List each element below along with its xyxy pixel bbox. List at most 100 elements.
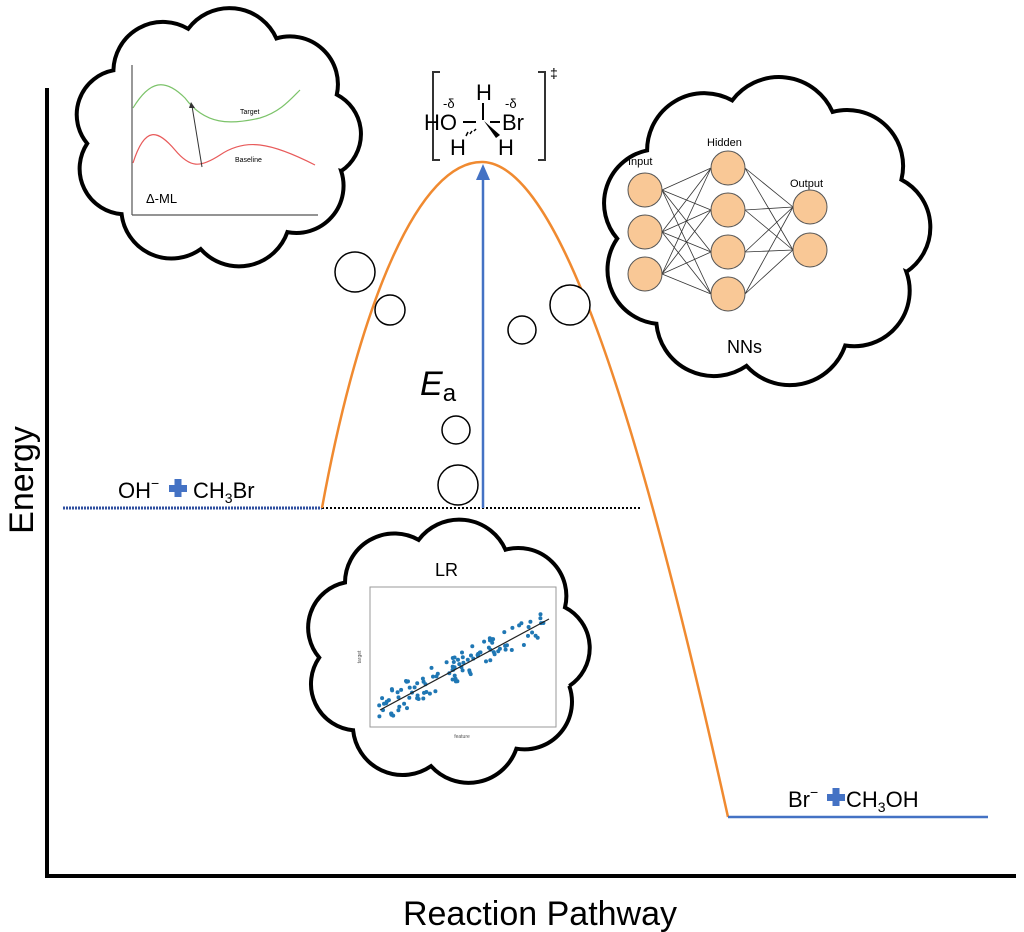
scatter-point — [402, 701, 407, 706]
nn-node — [710, 192, 746, 228]
bubble-circle — [334, 251, 376, 293]
scatter-point — [530, 630, 535, 635]
scatter-point — [450, 677, 455, 682]
scatter-point — [482, 639, 487, 644]
svg-text:HO: HO — [424, 110, 457, 135]
nn-label: NNs — [727, 337, 762, 357]
scatter-point — [404, 679, 408, 683]
scatter-point — [420, 676, 425, 681]
svg-text:Output: Output — [790, 178, 823, 190]
nn-connection — [744, 206, 794, 295]
bubble-circle — [507, 315, 537, 345]
nn-connection — [661, 167, 712, 191]
scatter-point — [431, 674, 435, 679]
bubble-circle — [441, 415, 471, 445]
scatter-point — [528, 619, 533, 624]
svg-text:H: H — [498, 135, 514, 160]
x-axis-label: Reaction Pathway — [403, 895, 677, 932]
scatter-point — [477, 650, 482, 655]
nn-connection — [661, 251, 712, 275]
scatter-point — [491, 637, 496, 642]
scatter-point — [450, 656, 455, 660]
svg-text:-δ: -δ — [443, 96, 455, 111]
thought-bubbles — [334, 251, 591, 506]
scatter-point — [382, 701, 386, 706]
nn-connection — [661, 209, 712, 275]
energy-curve — [320, 160, 730, 818]
svg-text:Hidden: Hidden — [707, 137, 742, 149]
scatter-point — [433, 689, 438, 694]
scatter-point — [415, 693, 420, 698]
scatter-point — [517, 623, 522, 628]
scatter-point — [470, 644, 475, 649]
bubble-circle — [437, 464, 479, 506]
svg-text:Baseline: Baseline — [235, 157, 262, 164]
nn-connection — [744, 206, 794, 253]
scatter-point — [488, 638, 492, 643]
scatter-point — [492, 652, 497, 657]
scatter-point — [460, 650, 464, 655]
transition-state: ‡ H HO -δ Br -δ H H — [424, 65, 558, 161]
scatter-point — [407, 685, 412, 690]
scatter-point — [521, 643, 526, 647]
products-molecule: CH3OH — [846, 787, 919, 815]
scatter-point — [380, 696, 385, 701]
nn-connection — [661, 167, 712, 233]
nn-connection — [661, 167, 712, 275]
scatter-point — [510, 625, 515, 630]
delta-ml-label: Δ-ML — [146, 191, 177, 206]
nn-node — [627, 214, 663, 250]
nn-node — [792, 232, 828, 268]
nn-node — [627, 172, 663, 208]
svg-text:H: H — [450, 135, 466, 160]
scatter-point — [396, 708, 401, 713]
scatter-point — [538, 612, 543, 617]
activation-energy-label: Ea — [420, 365, 457, 407]
lr-label: LR — [435, 560, 458, 580]
scatter-point — [460, 655, 465, 660]
scatter-point — [488, 658, 493, 663]
y-axis-label: Energy — [3, 426, 41, 534]
bubble-circle — [374, 294, 406, 326]
scatter-point — [396, 695, 401, 700]
scatter-point — [452, 673, 457, 678]
nn-connection — [744, 249, 794, 295]
linear-regression-plot: LR feature target — [357, 560, 557, 740]
nn-connection — [744, 206, 794, 211]
scatter-point — [421, 696, 426, 701]
reactants-label: OH− — [118, 475, 159, 503]
nn-connection — [744, 167, 794, 208]
scatter-point — [461, 660, 466, 665]
nn-node — [792, 189, 828, 225]
neural-network-diagram: Input Hidden Output NNs — [627, 137, 828, 357]
scatter-point — [457, 662, 462, 667]
scatter-point — [451, 660, 456, 664]
scatter-point — [503, 643, 508, 648]
scatter-point — [538, 616, 543, 621]
scatter-point — [509, 648, 514, 652]
scatter-point — [421, 679, 426, 684]
scatter-point — [502, 630, 507, 635]
scatter-point — [526, 633, 530, 638]
svg-text:target: target — [357, 650, 363, 663]
nn-node — [627, 256, 663, 292]
scatter-point — [407, 695, 412, 700]
scatter-point — [497, 646, 502, 651]
scatter-point — [397, 704, 402, 709]
scatter-point — [503, 647, 508, 652]
scatter-point — [429, 665, 434, 670]
scatter-point — [422, 690, 426, 695]
reactants-molecule: CH3Br — [193, 478, 255, 506]
products-label: Br− — [788, 784, 818, 812]
svg-text:-δ: -δ — [505, 96, 517, 111]
scatter-point — [415, 681, 420, 686]
svg-text:H: H — [476, 80, 492, 105]
scatter-point — [486, 645, 491, 650]
nn-connection — [661, 273, 712, 295]
svg-text:Target: Target — [240, 109, 260, 116]
scatter-point — [465, 657, 470, 662]
scatter-point — [377, 714, 382, 719]
scatter-point — [455, 679, 460, 684]
scatter-point — [377, 703, 382, 708]
